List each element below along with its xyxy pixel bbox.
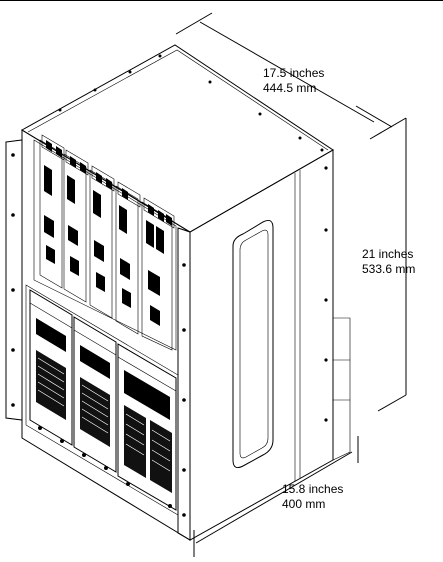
side-screws [324, 166, 328, 422]
height-imperial-label: 21 inches [362, 247, 413, 261]
line-card-2 [63, 149, 89, 303]
height-metric-label: 533.6 mm [362, 262, 415, 276]
power-supply-bay [25, 284, 179, 516]
right-mounting-rail [177, 227, 191, 541]
width-dimension-line [199, 21, 375, 123]
power-supply-3 [117, 343, 177, 511]
line-card-3 [89, 165, 115, 319]
top-rivets [58, 54, 324, 152]
line-card-5 [141, 197, 175, 351]
height-dimension [369, 117, 407, 412]
card-cage [33, 134, 177, 351]
chassis-illustration [5, 44, 351, 541]
depth-dimension-line [195, 451, 353, 544]
side-handle-slot [232, 220, 274, 468]
width-dimension [175, 12, 393, 128]
depth-dimension [193, 436, 359, 557]
depth-metric-label: 400 mm [282, 497, 325, 511]
line-card-1 [39, 134, 65, 289]
power-supply-2 [73, 316, 117, 473]
line-card-4 [115, 181, 141, 335]
width-metric-label: 444.5 mm [263, 81, 316, 95]
power-supply-1 [29, 289, 73, 446]
width-imperial-label: 17.5 inches [263, 66, 324, 80]
left-mounting-ear [5, 139, 23, 421]
depth-imperial-label: 15.8 inches [282, 482, 343, 496]
